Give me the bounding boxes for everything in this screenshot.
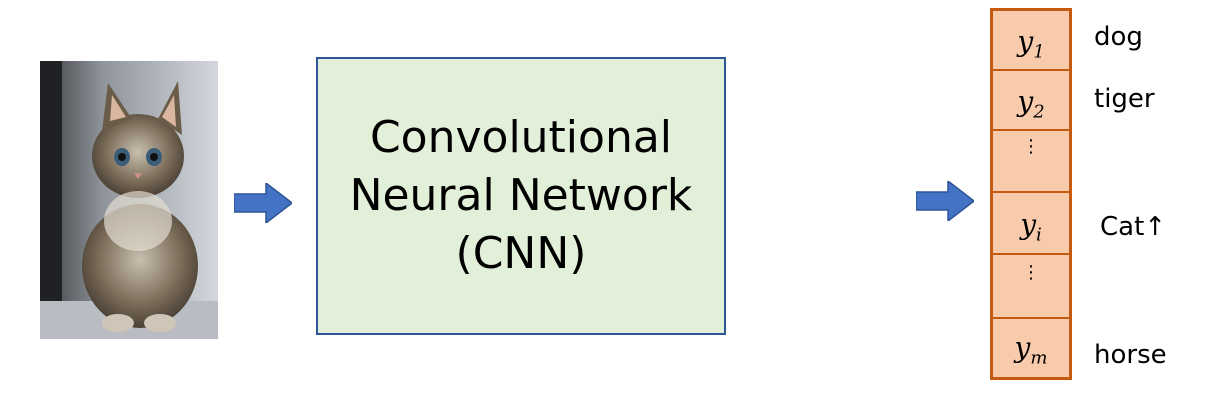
output-cell-ellipsis: ⋮: [993, 255, 1069, 319]
output-cell-yi: yi: [993, 193, 1069, 255]
right-arrow-icon: [234, 183, 292, 223]
cnn-line-3: (CNN): [455, 228, 587, 279]
label-horse: horse: [1094, 340, 1167, 370]
label-cat: Cat↑: [1100, 212, 1167, 242]
output-cell-y2: y2: [993, 71, 1069, 131]
output-cell-ym: ym: [1014, 331, 1048, 369]
input-kitten-image: [40, 61, 218, 339]
up-arrow-icon: ↑: [1144, 212, 1167, 242]
label-dog: dog: [1094, 22, 1143, 52]
cnn-model-box: Convolutional Neural Network (CNN): [316, 57, 726, 335]
output-cell-ellipsis: ⋮: [993, 131, 1069, 193]
cnn-line-1: Convolutional: [369, 112, 673, 163]
vertical-ellipsis: ⋮: [1022, 136, 1040, 157]
output-vector: y1 y2 ⋮ yi ⋮ ym: [990, 8, 1072, 380]
cnn-line-2: Neural Network: [349, 170, 693, 221]
right-arrow-icon: [916, 181, 974, 221]
label-tiger: tiger: [1094, 84, 1155, 114]
vertical-ellipsis: ⋮: [1022, 262, 1040, 283]
output-cell-y1: y1: [993, 11, 1069, 71]
